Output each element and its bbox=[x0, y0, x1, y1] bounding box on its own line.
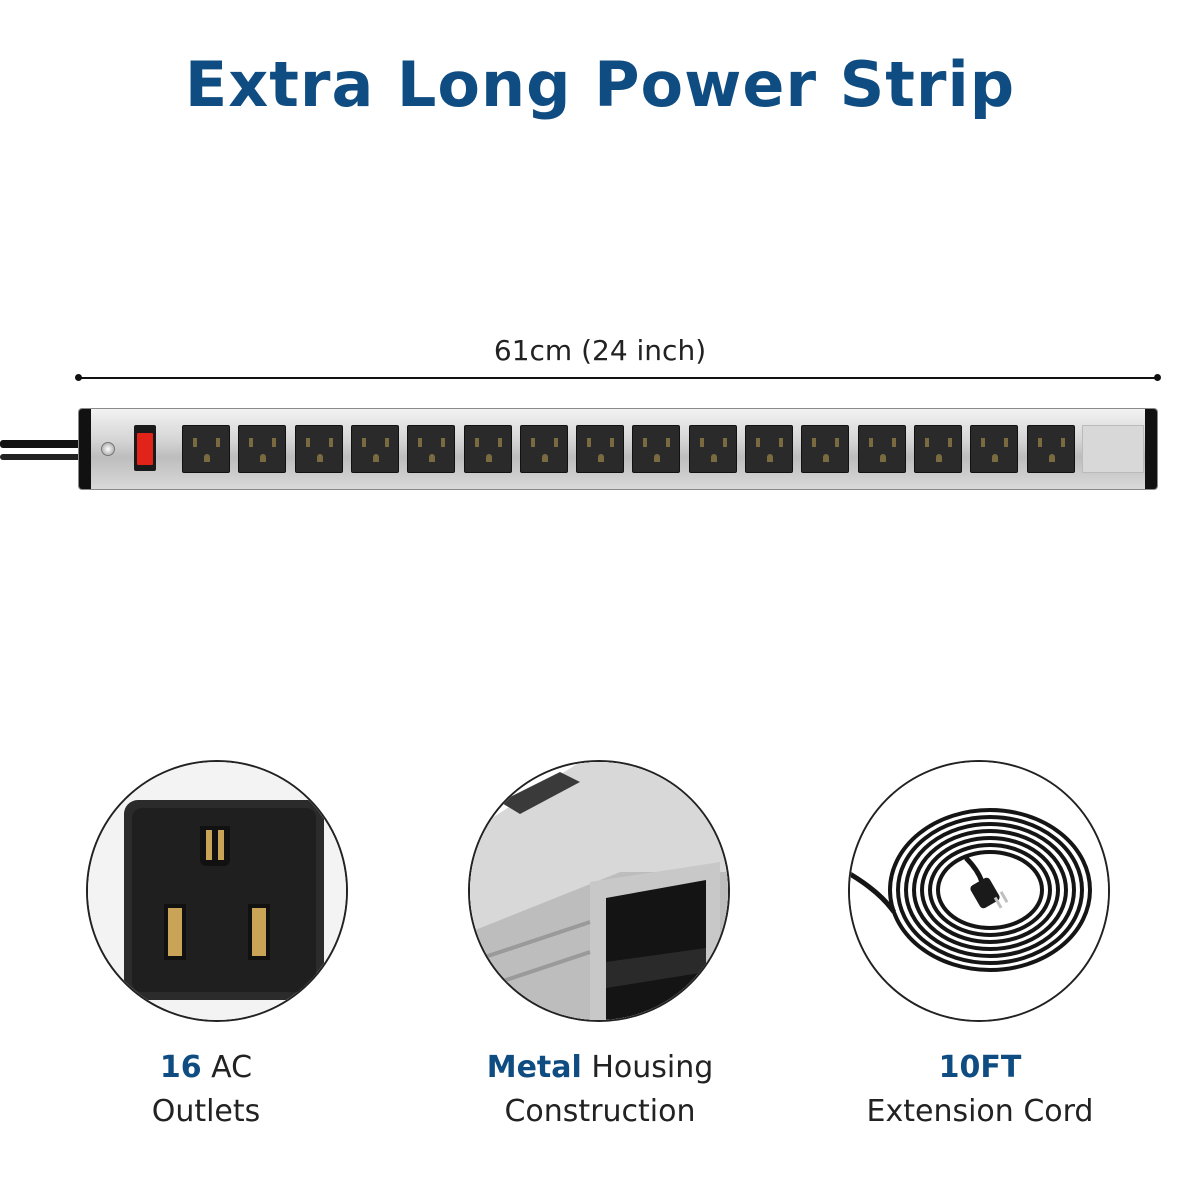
dimension-line bbox=[75, 374, 1161, 381]
outlet-12 bbox=[801, 425, 849, 473]
prong-slot bbox=[418, 438, 422, 447]
outlet-2 bbox=[238, 425, 286, 473]
ac-outlet-closeup-icon bbox=[86, 760, 348, 1022]
strip-blank-panel bbox=[1082, 425, 1144, 473]
coiled-cord-icon bbox=[848, 760, 1110, 1022]
ground-slot bbox=[767, 454, 773, 462]
prong-slot bbox=[1004, 438, 1008, 447]
prong-slot bbox=[193, 438, 197, 447]
feature-caption-housing: Metal Housing Construction bbox=[420, 1046, 780, 1134]
feature-text: Housing bbox=[581, 1050, 714, 1085]
outlet-1 bbox=[182, 425, 230, 473]
prong-slot bbox=[475, 438, 479, 447]
outlet-13 bbox=[858, 425, 906, 473]
prong-slot bbox=[554, 438, 558, 447]
feature-highlight: 16 bbox=[159, 1050, 202, 1085]
metal-housing-closeup-icon bbox=[468, 760, 730, 1022]
feature-text: AC bbox=[201, 1050, 253, 1085]
outlet-9 bbox=[632, 425, 680, 473]
prong-slot bbox=[329, 438, 333, 447]
ground-slot bbox=[260, 454, 266, 462]
prong-slot bbox=[272, 438, 276, 447]
ground-slot bbox=[936, 454, 942, 462]
outlet-14 bbox=[914, 425, 962, 473]
ground-slot bbox=[317, 454, 323, 462]
outlet-3 bbox=[295, 425, 343, 473]
prong-slot bbox=[498, 438, 502, 447]
prong-slot bbox=[610, 438, 614, 447]
prong-slot bbox=[306, 438, 310, 447]
prong-slot bbox=[643, 438, 647, 447]
feature-line2: Outlets bbox=[151, 1094, 261, 1129]
outlet-7 bbox=[520, 425, 568, 473]
power-cord bbox=[0, 440, 84, 448]
prong-slot bbox=[249, 438, 253, 447]
ground-slot bbox=[373, 454, 379, 462]
ground-slot bbox=[598, 454, 604, 462]
prong-slot bbox=[892, 438, 896, 447]
prong-slot bbox=[835, 438, 839, 447]
prong-slot bbox=[1061, 438, 1065, 447]
prong-slot bbox=[362, 438, 366, 447]
power-strip bbox=[78, 408, 1158, 490]
outlet-15 bbox=[970, 425, 1018, 473]
ground-slot bbox=[204, 454, 210, 462]
ground-slot bbox=[486, 454, 492, 462]
mounting-screw-icon bbox=[101, 442, 115, 456]
ground-slot bbox=[880, 454, 886, 462]
prong-slot bbox=[1038, 438, 1042, 447]
ground-slot bbox=[992, 454, 998, 462]
prong-slot bbox=[700, 438, 704, 447]
feature-line2: Construction bbox=[504, 1094, 696, 1129]
dimension-label: 61cm (24 inch) bbox=[493, 334, 707, 367]
end-cap-left bbox=[79, 409, 91, 489]
prong-slot bbox=[666, 438, 670, 447]
outlet-16 bbox=[1027, 425, 1075, 473]
outlet-11 bbox=[745, 425, 793, 473]
prong-slot bbox=[756, 438, 760, 447]
power-switch-rocker bbox=[137, 433, 153, 465]
prong-slot bbox=[812, 438, 816, 447]
outlet-row bbox=[182, 425, 1082, 473]
power-cord-second-strand bbox=[0, 454, 84, 460]
power-switch bbox=[134, 425, 156, 471]
ground-slot bbox=[711, 454, 717, 462]
prong-slot bbox=[723, 438, 727, 447]
page-title: Extra Long Power Strip bbox=[184, 48, 1016, 121]
feature-highlight: 10FT bbox=[938, 1050, 1022, 1085]
prong-slot bbox=[216, 438, 220, 447]
feature-line2: Extension Cord bbox=[866, 1094, 1094, 1129]
ground-slot bbox=[654, 454, 660, 462]
end-cap-right bbox=[1145, 409, 1157, 489]
outlet-10 bbox=[689, 425, 737, 473]
outlet-8 bbox=[576, 425, 624, 473]
prong-slot bbox=[441, 438, 445, 447]
feature-highlight: Metal bbox=[486, 1050, 582, 1085]
ground-slot bbox=[429, 454, 435, 462]
prong-slot bbox=[869, 438, 873, 447]
prong-slot bbox=[925, 438, 929, 447]
ground-slot bbox=[542, 454, 548, 462]
prong-slot bbox=[779, 438, 783, 447]
ground-slot bbox=[1049, 454, 1055, 462]
prong-slot bbox=[981, 438, 985, 447]
prong-slot bbox=[531, 438, 535, 447]
outlet-5 bbox=[407, 425, 455, 473]
feature-caption-outlets: 16 AC Outlets bbox=[26, 1046, 386, 1134]
prong-slot bbox=[587, 438, 591, 447]
outlet-6 bbox=[464, 425, 512, 473]
prong-slot bbox=[948, 438, 952, 447]
feature-caption-cord: 10FT Extension Cord bbox=[800, 1046, 1160, 1134]
outlet-4 bbox=[351, 425, 399, 473]
prong-slot bbox=[385, 438, 389, 447]
ground-slot bbox=[823, 454, 829, 462]
